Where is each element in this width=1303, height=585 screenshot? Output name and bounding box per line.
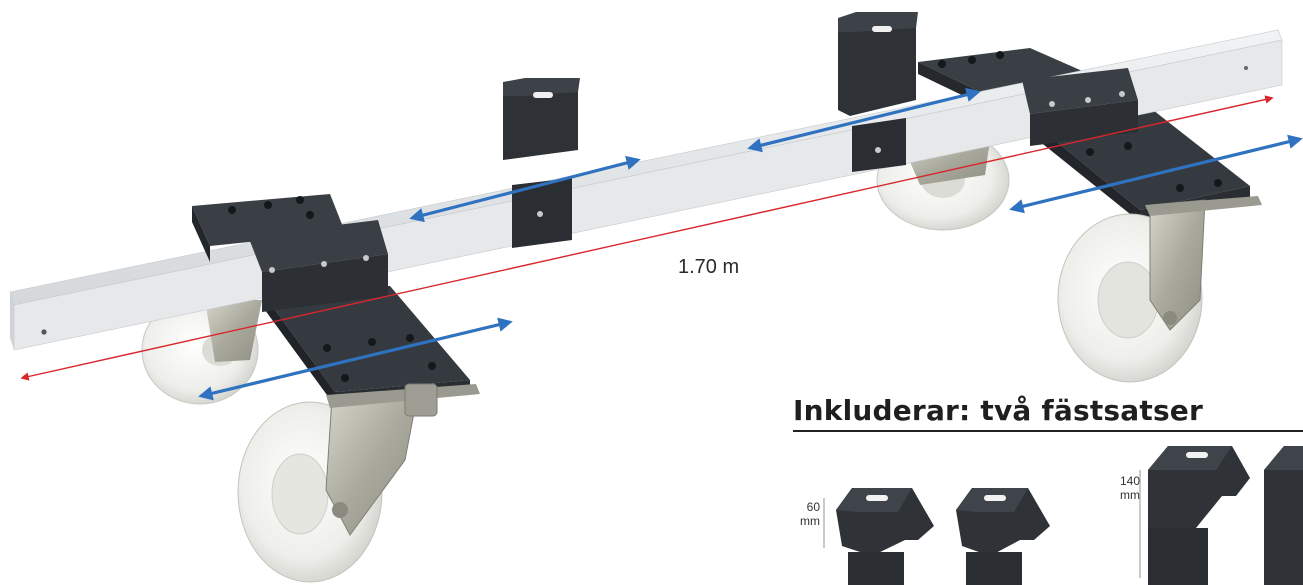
- saddle-clamp-left: [248, 220, 388, 312]
- bracket-icon: [1264, 446, 1303, 585]
- bracket-icon: [836, 488, 934, 585]
- height-value: 140: [1119, 474, 1140, 488]
- double-arrow-icon: [1009, 134, 1303, 214]
- included-brackets: [823, 446, 1303, 585]
- bracket-icon: [1148, 446, 1250, 585]
- double-arrow-icon: [409, 155, 641, 223]
- length-label: 1.70 m: [678, 256, 740, 278]
- double-arrow-icon: [747, 87, 981, 153]
- caster-front-right: [1057, 196, 1262, 383]
- bracket-icon: [956, 488, 1050, 585]
- height-value: 60: [806, 500, 820, 514]
- adjustment-arrows: [198, 87, 1303, 401]
- double-arrow-icon: [198, 317, 513, 401]
- bracket-icon: [503, 78, 580, 248]
- height-label-small: 60 mm: [800, 500, 820, 528]
- heading-underline: [793, 430, 1303, 432]
- height-label-large: 140 mm: [1116, 474, 1140, 502]
- height-unit: mm: [1120, 488, 1140, 502]
- includes-heading: Inkluderar: två fästsatser: [793, 394, 1204, 427]
- height-unit: mm: [800, 514, 820, 528]
- caster-front-left: [237, 383, 480, 583]
